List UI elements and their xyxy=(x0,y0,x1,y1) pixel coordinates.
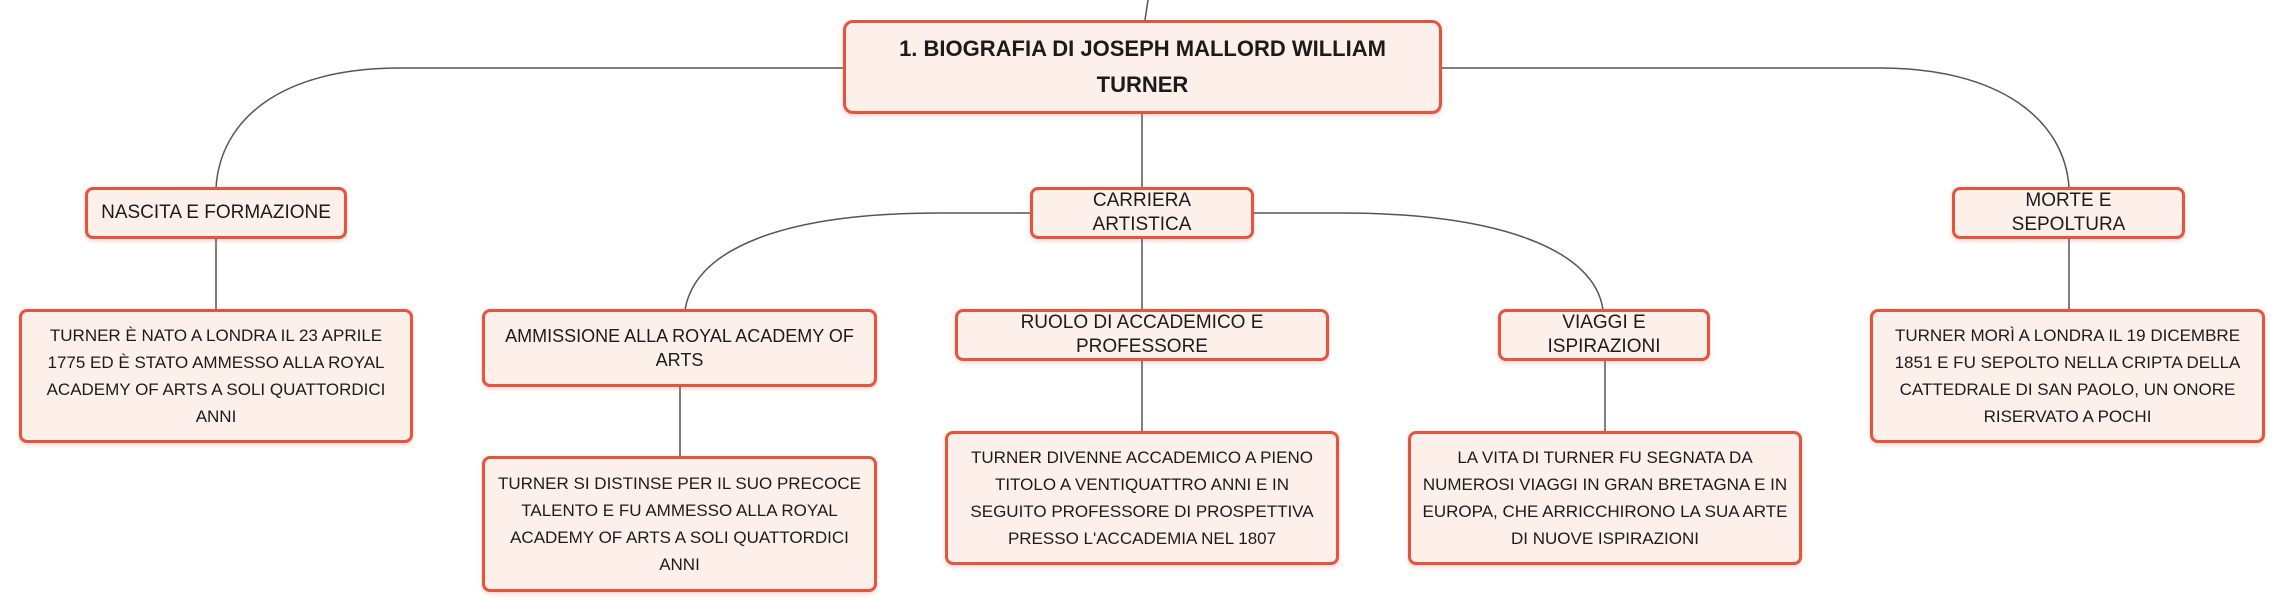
detail-ruolo-text: TURNER DIVENNE ACCADEMICO A PIENO TITOLO… xyxy=(970,448,1314,548)
topic-nascita-label: NASCITA E FORMAZIONE xyxy=(101,202,331,223)
topic-carriera-label: CARRIERA ARTISTICA xyxy=(1092,190,1192,235)
subtopic-viaggi[interactable]: VIAGGI E ISPIRAZIONI xyxy=(1498,309,1710,361)
subtopic-ruolo[interactable]: RUOLO DI ACCADEMICO E PROFESSORE xyxy=(955,309,1329,361)
detail-ammissione[interactable]: TURNER SI DISTINSE PER IL SUO PRECOCE TA… xyxy=(482,456,877,592)
topic-morte[interactable]: MORTE E SEPOLTURA xyxy=(1952,187,2185,239)
detail-nascita-text: TURNER È NATO A LONDRA IL 23 APRILE 1775… xyxy=(46,326,386,426)
topic-nascita[interactable]: NASCITA E FORMAZIONE xyxy=(85,187,347,239)
subtopic-viaggi-label: VIAGGI E ISPIRAZIONI xyxy=(1547,312,1661,357)
detail-morte[interactable]: TURNER MORÌ A LONDRA IL 19 DICEMBRE 1851… xyxy=(1870,309,2265,443)
topic-carriera[interactable]: CARRIERA ARTISTICA xyxy=(1030,187,1254,239)
subtopic-ruolo-label: RUOLO DI ACCADEMICO E PROFESSORE xyxy=(1020,312,1264,357)
connector-carriera-viaggi xyxy=(1253,212,1604,311)
subtopic-ammissione[interactable]: AMMISSIONE ALLA ROYAL ACADEMY OF ARTS xyxy=(482,309,877,387)
connector-parent-root xyxy=(1144,0,1149,21)
connector-root-morte xyxy=(1442,67,2070,189)
detail-nascita[interactable]: TURNER È NATO A LONDRA IL 23 APRILE 1775… xyxy=(19,309,413,443)
detail-viaggi-text: LA VITA DI TURNER FU SEGNATA DA NUMEROSI… xyxy=(1422,448,1788,548)
detail-viaggi[interactable]: LA VITA DI TURNER FU SEGNATA DA NUMEROSI… xyxy=(1408,431,1802,565)
subtopic-ammissione-label: AMMISSIONE ALLA ROYAL ACADEMY OF ARTS xyxy=(505,326,854,370)
root-topic[interactable]: 1. BIOGRAFIA DI JOSEPH MALLORD WILLIAM T… xyxy=(843,20,1442,114)
root-topic-label: 1. BIOGRAFIA DI JOSEPH MALLORD WILLIAM T… xyxy=(899,36,1386,97)
detail-ruolo[interactable]: TURNER DIVENNE ACCADEMICO A PIENO TITOLO… xyxy=(945,431,1339,565)
connector-carriera-ammissione xyxy=(684,212,1030,311)
connector-root-nascita xyxy=(215,67,843,189)
detail-ammissione-text: TURNER SI DISTINSE PER IL SUO PRECOCE TA… xyxy=(497,474,862,574)
detail-morte-text: TURNER MORÌ A LONDRA IL 19 DICEMBRE 1851… xyxy=(1894,326,2241,426)
topic-morte-label: MORTE E SEPOLTURA xyxy=(2011,190,2126,235)
